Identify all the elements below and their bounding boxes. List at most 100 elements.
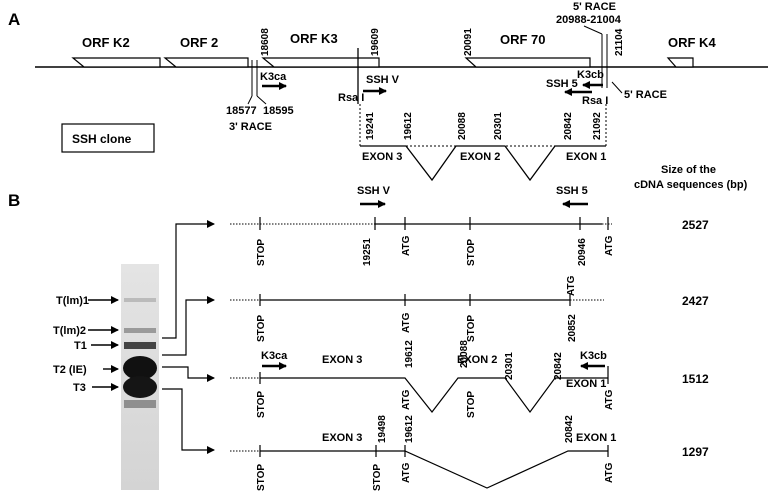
orf-k4-label: ORF K4	[668, 35, 716, 50]
row4-stop-2: STOP	[372, 464, 383, 491]
row1-size: 2527	[682, 218, 709, 232]
row2-stop-1: STOP	[256, 315, 267, 342]
orf-k3-label: ORF K3	[290, 31, 338, 46]
row4-size: 1297	[682, 445, 709, 459]
coord-19609: 19609	[370, 28, 381, 56]
gel-label-t3: T3	[73, 382, 86, 394]
row4-coord-19498: 19498	[377, 415, 388, 443]
exon2-label-a: EXON 2	[460, 151, 500, 163]
band-t3	[123, 376, 157, 398]
row2-coord-20852: 20852	[567, 314, 578, 342]
coord-21104: 21104	[614, 28, 625, 56]
coord-20842-a: 20842	[563, 112, 574, 140]
row3-atg-2: ATG	[604, 389, 615, 410]
coord-20088-a: 20088	[457, 112, 468, 140]
orf-2-label: ORF 2	[180, 35, 218, 50]
size-header-line2: cDNA sequences (bp)	[634, 179, 748, 191]
race5-title: 5' RACE	[573, 1, 616, 13]
row2-size: 2427	[682, 294, 709, 308]
row4-exon-structure	[260, 450, 608, 489]
row4-stop-1: STOP	[256, 464, 267, 491]
ssh-clone-label: SSH clone	[72, 132, 132, 146]
row2-atg-top: ATG	[566, 275, 577, 296]
gel-image	[121, 264, 159, 490]
row2-atg-1: ATG	[401, 312, 412, 333]
primer-k3cb-label: K3cb	[577, 69, 604, 81]
band-t1	[124, 342, 156, 349]
coord-19612-a: 19612	[403, 112, 414, 140]
row2-stop-2: STOP	[466, 315, 477, 342]
orf-2: ORF 2	[163, 35, 249, 68]
row1-atg-1: ATG	[401, 235, 412, 256]
ssh-v-label-a: SSH V	[366, 74, 400, 86]
row3-atg-1: ATG	[401, 389, 412, 410]
coord-20091: 20091	[463, 28, 474, 56]
row3-coord-19612: 19612	[404, 340, 415, 368]
transcript-row-2: ATG STOP ATG STOP 20852 2427	[230, 275, 709, 342]
exon-structure-a	[360, 145, 606, 182]
primer-k3ca-label: K3ca	[260, 71, 287, 83]
coord-19241: 19241	[365, 112, 376, 140]
row3-exon-structure	[260, 377, 608, 414]
row3-stop-1: STOP	[256, 391, 267, 418]
row4-atg-1: ATG	[401, 462, 412, 483]
race5-range: 20988-21004	[556, 14, 622, 26]
panel-b-label: B	[8, 191, 20, 210]
orf-k2: ORF K2	[71, 35, 161, 68]
coord-18595: 18595	[263, 105, 294, 117]
row1-coord-20946: 20946	[577, 238, 588, 266]
orf-k4: ORF K4	[666, 35, 716, 68]
connector-row2	[162, 296, 215, 356]
gel-label-t2: T2 (IE)	[53, 364, 87, 376]
ssh-clone-box	[61, 123, 155, 153]
row4-atg-2: ATG	[604, 462, 615, 483]
genome-map: ORF K2 ORF 2 ORF K3 ORF 70 ORF K4 18608 …	[35, 1, 768, 182]
row3-coord-20301: 20301	[504, 352, 515, 380]
row4-coord-19612: 19612	[404, 415, 415, 443]
transcript-row-3: K3ca EXON 3 EXON 2 EXON 1 K3cb 19612 200…	[230, 340, 709, 418]
rsa-left-label: Rsa I	[338, 92, 364, 104]
ssh-5-label-a: SSH 5	[546, 78, 578, 90]
connector-row4	[162, 388, 215, 454]
coord-20301-a: 20301	[493, 112, 504, 140]
transcript-row-1: SSH V SSH 5 STOP 19251 ATG STOP 20946 AT…	[230, 185, 709, 266]
row3-coord-20088: 20088	[459, 340, 470, 368]
ssh-5-label-b: SSH 5	[556, 185, 588, 197]
row3-exon1: EXON 1	[566, 378, 606, 390]
ssh-v-label-b: SSH V	[357, 185, 391, 197]
exon3-label-a: EXON 3	[362, 151, 402, 163]
connector-row3	[162, 366, 215, 382]
coord-21092: 21092	[592, 112, 603, 140]
orf-k3: ORF K3	[261, 31, 380, 68]
row3-exon3: EXON 3	[322, 354, 362, 366]
coord-18608: 18608	[260, 28, 271, 56]
race3-label: 3' RACE	[229, 121, 272, 133]
orf-70: ORF 70	[464, 32, 591, 68]
row3-primer-k3cb: K3cb	[580, 350, 607, 362]
coord-18577: 18577	[226, 105, 257, 117]
row4-coord-20842: 20842	[564, 415, 575, 443]
band-tlm2	[124, 328, 156, 333]
rsa-right-label: Rsa I	[582, 95, 608, 107]
row1-atg-2: ATG	[604, 235, 615, 256]
row1-stop-1: STOP	[256, 239, 267, 266]
race5-label: 5' RACE	[624, 89, 667, 101]
size-header-line1: Size of the	[661, 164, 716, 176]
orf-k2-label: ORF K2	[82, 35, 130, 50]
row4-exon3: EXON 3	[322, 432, 362, 444]
gel-label-t1: T1	[74, 340, 87, 352]
exon1-label-a: EXON 1	[566, 151, 606, 163]
row3-size: 1512	[682, 372, 709, 386]
row3-stop-2: STOP	[466, 391, 477, 418]
transcript-row-4: EXON 3 EXON 1 19498 19612 20842 STOP STO…	[230, 415, 709, 491]
connector-row1	[162, 220, 215, 339]
row1-coord-19251: 19251	[362, 238, 373, 266]
gel-label-tlm1: T(lm)1	[56, 295, 89, 307]
row3-primer-k3ca: K3ca	[261, 350, 288, 362]
gel-label-tlm2: T(lm)2	[53, 325, 86, 337]
band-t2	[123, 356, 157, 380]
row3-exon2: EXON 2	[457, 354, 497, 366]
panel-a-label: A	[8, 10, 20, 29]
row4-exon1: EXON 1	[576, 432, 616, 444]
